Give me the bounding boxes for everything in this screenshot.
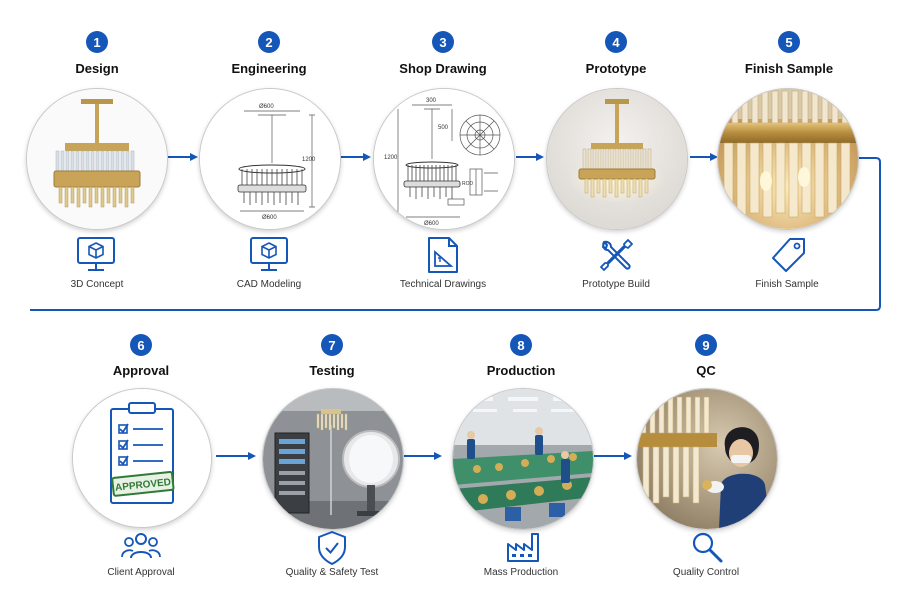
step-number-badge: 5 bbox=[778, 31, 800, 53]
shield-check-icon bbox=[316, 530, 348, 566]
row-wrap-connector bbox=[30, 157, 881, 311]
monitor-cube-icon bbox=[76, 236, 116, 274]
drawing-document-icon bbox=[425, 236, 461, 274]
step-label: 3D Concept bbox=[70, 279, 124, 290]
step-label: Quality Control bbox=[672, 567, 740, 578]
step-title: Testing bbox=[309, 363, 355, 378]
step-number-badge: 6 bbox=[130, 334, 152, 356]
step-label: Client Approval bbox=[107, 567, 175, 578]
step-label: Prototype Build bbox=[582, 279, 650, 290]
step-photo-factory-floor bbox=[452, 388, 594, 530]
dim-bottom-label: Ø600 bbox=[424, 221, 439, 227]
step-number-badge: 9 bbox=[695, 334, 717, 356]
step-photo-prototype-photo bbox=[546, 88, 688, 230]
step-number-badge: 8 bbox=[510, 334, 532, 356]
step-title: Production bbox=[486, 363, 556, 378]
dim-bottom-label: Ø600 bbox=[262, 215, 277, 221]
dim-top-label: 300 bbox=[426, 98, 437, 104]
step-photo-approved-checklist: APPROVED bbox=[72, 388, 212, 528]
step-photo-technical-drawing: 300 500 1200 ROD Ø600 bbox=[373, 88, 515, 230]
step-title: Design bbox=[75, 61, 119, 76]
step-number-badge: 4 bbox=[605, 31, 627, 53]
factory-icon bbox=[505, 530, 541, 564]
magnifier-icon bbox=[690, 530, 724, 564]
step-title: Shop Drawing bbox=[399, 61, 487, 76]
wrench-screwdriver-icon bbox=[598, 236, 634, 274]
step-title: Engineering bbox=[231, 61, 307, 76]
step-title: Approval bbox=[112, 363, 170, 378]
step-label: Finish Sample bbox=[755, 279, 819, 290]
step-photo-qc-inspection bbox=[636, 388, 778, 530]
dim-height-label: 1200 bbox=[302, 157, 316, 163]
step-photo-chandelier-render bbox=[26, 88, 168, 230]
step-label: Mass Production bbox=[483, 567, 559, 578]
step-label: Technical Drawings bbox=[399, 279, 487, 290]
dim-side-label: 500 bbox=[438, 125, 449, 131]
step-number-badge: 7 bbox=[321, 334, 343, 356]
dim-top-label: Ø600 bbox=[259, 104, 274, 110]
dim-rod-label: ROD bbox=[462, 181, 474, 187]
monitor-cube-icon bbox=[249, 236, 289, 274]
step-photo-testing-lab bbox=[262, 388, 404, 530]
step-photo-finish-closeup bbox=[717, 88, 859, 230]
dim-height-label: 1200 bbox=[384, 155, 398, 161]
step-label: CAD Modeling bbox=[236, 279, 302, 290]
step-title: QC bbox=[696, 363, 716, 378]
step-title: Prototype bbox=[585, 61, 647, 76]
users-icon bbox=[120, 530, 162, 562]
tag-icon bbox=[770, 236, 808, 274]
step-number-badge: 3 bbox=[432, 31, 454, 53]
step-label: Quality & Safety Test bbox=[285, 567, 379, 578]
step-number-badge: 2 bbox=[258, 31, 280, 53]
step-title: Finish Sample bbox=[744, 61, 834, 76]
step-number-badge: 1 bbox=[86, 31, 108, 53]
step-photo-chandelier-cad-drawing: Ø600 1200 Ø600 bbox=[199, 88, 341, 230]
